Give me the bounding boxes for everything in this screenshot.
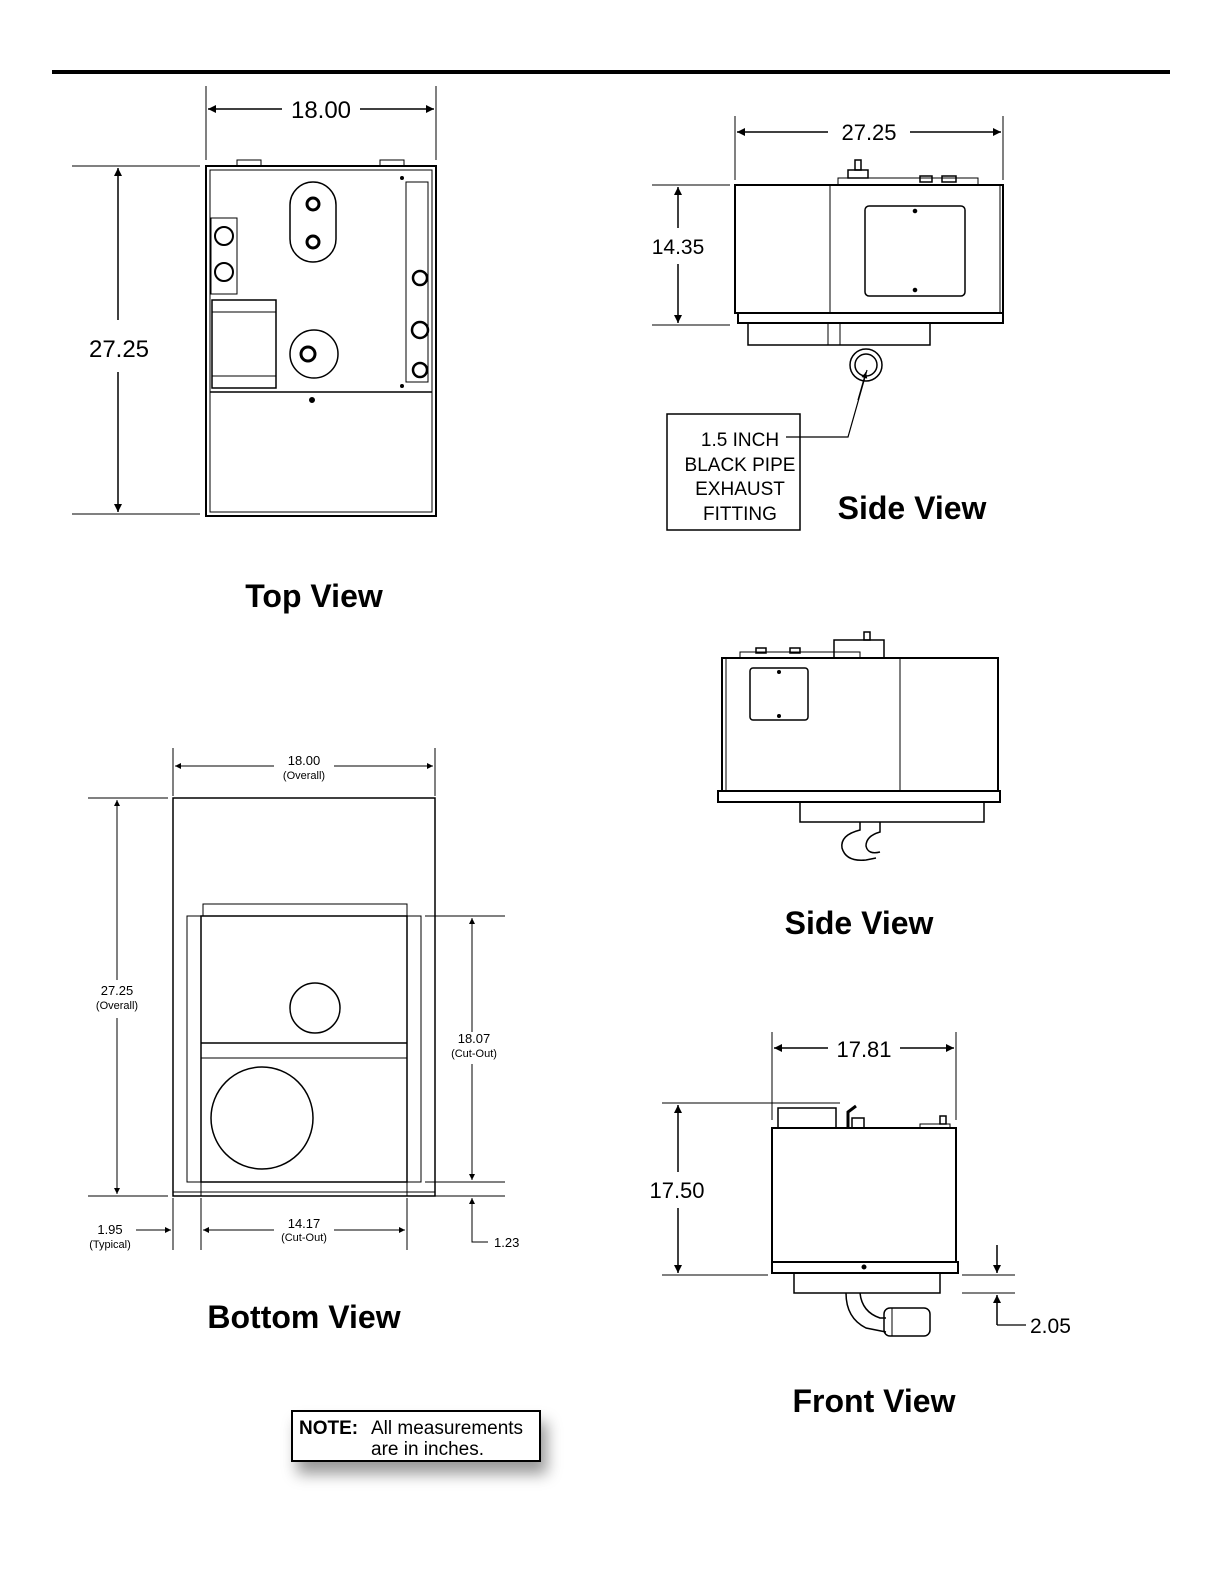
bottom-cutout-depth-note: (Cut-Out) <box>451 1048 497 1060</box>
bottom-view-title: Bottom View <box>207 1299 400 1335</box>
front-offset-dim: 2.05 <box>1030 1315 1071 1338</box>
side-view-title-lower: Side View <box>785 905 934 941</box>
top-view-title: Top View <box>245 578 383 614</box>
bottom-overall-width-dim: 18.00 <box>288 753 321 768</box>
bottom-flange-note: (Typical) <box>89 1239 131 1251</box>
callout-line-1: 1.5 INCH <box>701 430 779 451</box>
bottom-view <box>88 748 505 1250</box>
callout-line-3: EXHAUST <box>695 479 785 500</box>
side-view-lower <box>718 632 1000 860</box>
top-view <box>72 86 436 516</box>
side-width-dim: 27.25 <box>841 120 896 145</box>
bottom-overall-depth-dim: 27.25 <box>101 983 134 998</box>
note-line-2: are in inches. <box>371 1439 484 1460</box>
bottom-offset-dim: 1.23 <box>494 1235 519 1250</box>
callout-line-4: FITTING <box>703 504 777 525</box>
units-note: NOTE: All measurements are in inches. <box>291 1410 541 1462</box>
callout-line-2: BLACK PIPE <box>685 455 796 476</box>
front-view-title: Front View <box>793 1383 956 1419</box>
front-height-dim: 17.50 <box>649 1178 704 1203</box>
front-view <box>662 1032 1026 1336</box>
front-width-dim: 17.81 <box>836 1037 891 1062</box>
top-width-dim: 18.00 <box>291 97 351 124</box>
bottom-overall-depth-note: (Overall) <box>96 1000 138 1012</box>
note-label: NOTE: <box>299 1418 358 1439</box>
top-depth-dim: 27.25 <box>89 336 149 363</box>
bottom-cutout-width-note: (Cut-Out) <box>281 1232 327 1244</box>
note-line-1: All measurements <box>371 1418 523 1439</box>
side-height-dim: 14.35 <box>652 236 705 259</box>
bottom-flange-dim: 1.95 <box>97 1222 122 1237</box>
bottom-cutout-width-dim: 14.17 <box>288 1216 321 1231</box>
side-view-title-upper: Side View <box>838 490 987 526</box>
bottom-overall-width-note: (Overall) <box>283 770 325 782</box>
bottom-cutout-depth-dim: 18.07 <box>458 1031 491 1046</box>
